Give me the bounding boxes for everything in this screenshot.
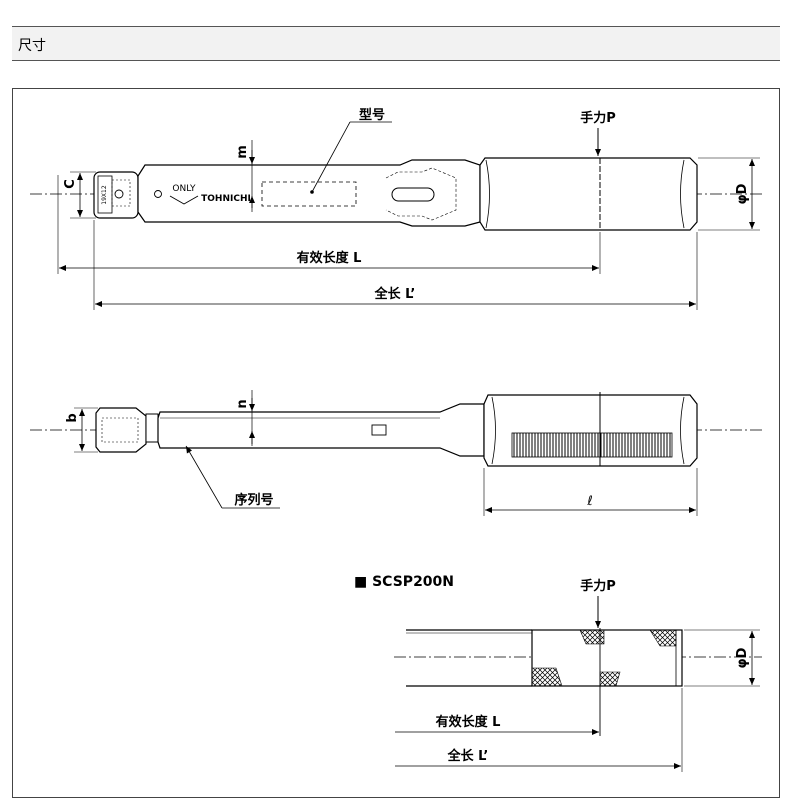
overall-length-label: 全长 L’ <box>374 286 416 302</box>
scsp-knurl-3 <box>531 667 563 687</box>
body-hidden-contour <box>385 167 457 221</box>
phid-label: φD <box>735 183 750 204</box>
l-small-label: ℓ <box>586 494 592 509</box>
scsp-view: ■ SCSP200N 手力P φD 有效长度 L 全长 L’ <box>354 574 762 772</box>
top-grip <box>479 157 698 231</box>
body-hole <box>154 190 162 198</box>
scsp-knurl-2 <box>649 629 677 647</box>
side-shaft <box>157 403 485 457</box>
m-label: m <box>235 145 250 159</box>
side-grip-curve-left <box>491 396 496 465</box>
n-label: n <box>235 399 250 408</box>
section-header: 尺寸 <box>12 26 780 61</box>
model-leader <box>311 121 351 193</box>
scsp-overall-length-label: 全长 L’ <box>447 748 489 764</box>
scsp-phid-label: φD <box>735 647 750 668</box>
serial-number-label: 序列号 <box>234 492 273 508</box>
top-view: 19X12 ONLY TOHNICHI 型号 手力P m C <box>30 107 762 310</box>
only-arrow <box>169 195 199 205</box>
model-leader-dot <box>310 190 314 194</box>
scsp-title: ■ SCSP200N <box>354 574 454 590</box>
head-pin <box>114 189 124 199</box>
side-grip-ribs <box>511 432 673 458</box>
side-head <box>95 407 147 453</box>
head-hidden <box>111 179 131 207</box>
head-size-text: 19X12 <box>101 185 108 205</box>
b-label: b <box>65 413 80 422</box>
hand-force-label: 手力P <box>580 110 616 126</box>
side-view: b n 序列号 ℓ <box>30 390 762 516</box>
side-indicator <box>371 424 387 436</box>
side-head-hidden <box>101 417 139 443</box>
side-head-neck <box>145 413 159 443</box>
scsp-knurl-1 <box>579 629 605 645</box>
serial-leader <box>185 445 223 509</box>
grip-end-curve <box>485 159 490 229</box>
section-title: 尺寸 <box>18 38 46 54</box>
model-label: 型号 <box>359 107 385 123</box>
c-label: C <box>63 179 78 189</box>
drawing-frame <box>12 88 780 798</box>
grip-end-curve-right <box>680 159 685 229</box>
brand-mark: TOHNICHI <box>201 194 251 204</box>
only-mark: ONLY <box>172 184 196 194</box>
side-grip-curve-right <box>680 396 685 465</box>
effective-length-label: 有效长度 L <box>297 250 362 266</box>
scsp-effective-length-label: 有效长度 L <box>436 714 501 730</box>
scsp-hand-force-label: 手力P <box>580 578 616 594</box>
model-plate <box>261 181 357 207</box>
adjust-window <box>391 187 435 202</box>
